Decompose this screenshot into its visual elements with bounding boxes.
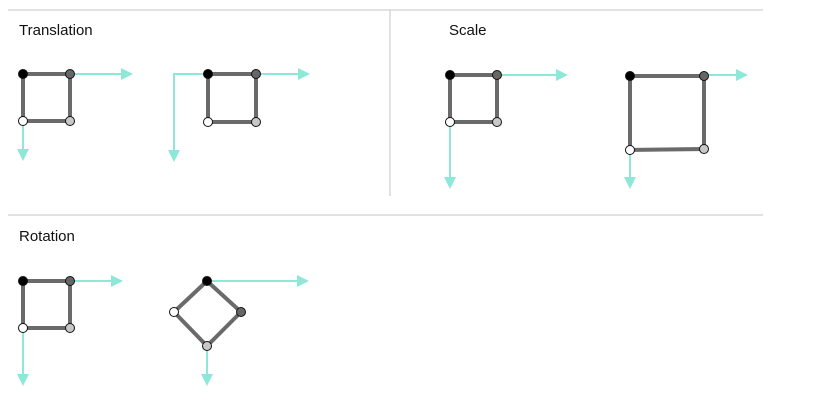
corner-right — [236, 307, 246, 317]
corner-top-left — [445, 70, 455, 80]
square — [448, 73, 499, 124]
corner-bottom-left — [625, 145, 635, 155]
corner-top-right — [251, 69, 261, 79]
y-arrowhead — [17, 374, 29, 386]
rotation-title: Rotation — [19, 228, 75, 245]
rotation-before — [17, 275, 123, 386]
corner-bottom-left — [18, 323, 28, 333]
y-arrowhead — [201, 374, 213, 386]
x-arrowhead — [121, 68, 133, 80]
scaled-rectangle — [628, 74, 706, 153]
y-arrowhead — [624, 177, 636, 189]
corner-bottom-left — [18, 116, 28, 126]
y-arrowhead — [168, 150, 180, 162]
corner-top-left — [18, 276, 28, 286]
corner-top — [202, 276, 212, 286]
y-arrowhead — [17, 149, 29, 161]
corner-bottom-right — [65, 116, 75, 126]
corner-bottom-left — [203, 117, 213, 127]
corner-top-right — [492, 70, 502, 80]
corner-top-right — [699, 71, 709, 81]
rotation-after — [169, 275, 309, 386]
corner-top-left — [18, 69, 28, 79]
x-arrowhead — [111, 275, 123, 287]
scale-title: Scale — [449, 22, 487, 39]
translation-title: Translation — [19, 22, 93, 39]
translation-after — [168, 68, 310, 162]
square — [206, 72, 258, 124]
corner-top-left — [625, 71, 635, 81]
corner-bottom-left — [445, 117, 455, 127]
x-arrowhead — [736, 69, 748, 81]
corner-bottom-right — [492, 117, 502, 127]
square — [21, 72, 72, 123]
corner-bottom-right — [65, 323, 75, 333]
translated-origin-axes — [173, 73, 300, 152]
translation-before — [17, 68, 133, 161]
corner-bottom-right — [699, 144, 709, 154]
x-arrowhead — [298, 68, 310, 80]
x-arrowhead — [297, 275, 309, 287]
corner-top-right — [65, 276, 75, 286]
corner-top-right — [65, 69, 75, 79]
scale-after — [624, 69, 748, 189]
x-arrowhead — [556, 69, 568, 81]
corner-bottom — [202, 341, 212, 351]
corner-bottom-right — [251, 117, 261, 127]
square — [21, 279, 72, 330]
rotated-square — [171, 278, 244, 349]
y-arrowhead — [444, 177, 456, 189]
scale-before — [444, 69, 568, 189]
corner-top-left — [203, 69, 213, 79]
corner-left — [169, 307, 179, 317]
